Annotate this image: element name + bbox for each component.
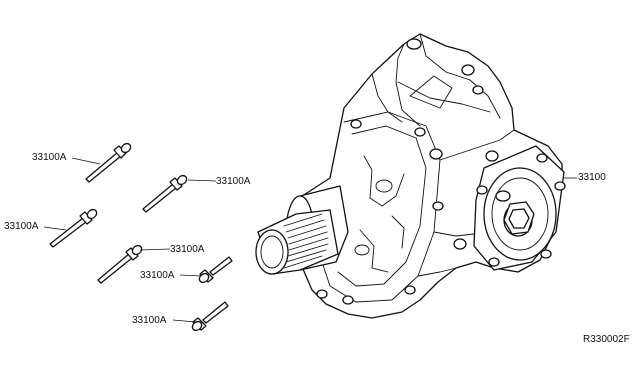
bolt-3 — [49, 208, 98, 248]
bolt-1 — [85, 142, 132, 183]
transfer-assembly — [255, 33, 566, 319]
bolt-4 — [97, 244, 143, 284]
part-label-bolt-6: 33100A — [132, 315, 167, 326]
leader-bolt-2 — [187, 179, 217, 182]
bolt-6 — [191, 301, 229, 332]
bolt-2 — [142, 174, 188, 213]
part-label-bolt-1: 33100A — [32, 152, 67, 163]
leader-bolt-5 — [179, 274, 203, 277]
leader-bolt-4 — [139, 248, 171, 251]
leader-bolt-3 — [43, 226, 67, 231]
bolt-5 — [198, 256, 233, 284]
part-label-bolt-4: 33100A — [170, 244, 205, 255]
diagram-code: R330002F — [583, 334, 630, 345]
leader-bolt-1 — [71, 157, 101, 165]
part-label-transfer: 33100 — [578, 172, 606, 183]
part-label-bolt-2: 33100A — [216, 176, 251, 187]
part-label-bolt-3: 33100A — [4, 221, 39, 232]
leader-bolt-6 — [172, 319, 197, 323]
part-label-bolt-5: 33100A — [140, 270, 175, 281]
